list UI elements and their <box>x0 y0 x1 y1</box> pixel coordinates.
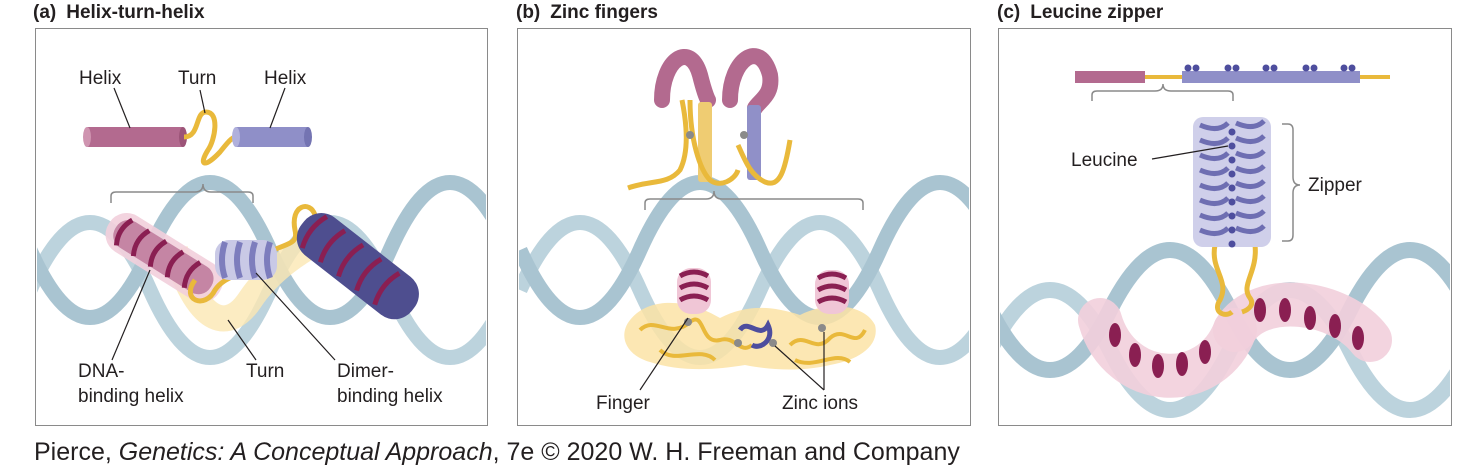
htt-schematic <box>83 109 312 166</box>
panel-b-frame <box>517 28 971 426</box>
credit-publisher: , 7e © 2020 W. H. Freeman and Company <box>492 438 960 466</box>
brace-c <box>1091 83 1234 101</box>
leucine-leader <box>1151 145 1229 160</box>
label-dimer-binding-line1: Dimer- <box>337 361 394 382</box>
finger-helix-right <box>815 270 849 314</box>
center-linker <box>737 319 773 349</box>
leader-lines-b <box>639 317 825 391</box>
brace-a <box>110 183 254 203</box>
dna-double-helix-b <box>519 175 969 365</box>
panel-a-letter: (a) <box>33 2 57 23</box>
figure-credit: Pierce, Genetics: A Conceptual Approach,… <box>34 438 960 467</box>
panel-c-art <box>1000 64 1450 418</box>
label-leucine: Leucine <box>1071 150 1138 171</box>
panel-c-title: (c) Leucine zipper <box>997 2 1163 24</box>
credit-book-title: Genetics: A Conceptual Approach <box>118 438 493 466</box>
label-helix-right: Helix <box>264 68 307 89</box>
leucine-zipper-coil <box>1193 117 1271 248</box>
panel-b-name: Zinc fingers <box>550 2 658 23</box>
credit-author: Pierce, <box>34 438 119 466</box>
recognition-helix-dark <box>296 213 419 320</box>
brace-b <box>644 190 864 210</box>
panel-c-frame <box>998 28 1452 426</box>
panel-b-letter: (b) <box>516 2 541 23</box>
label-dna-binding-line2: binding helix <box>78 386 184 407</box>
label-turn-top: Turn <box>178 68 217 89</box>
zinc-finger-schematic <box>627 48 793 191</box>
label-turn-bottom: Turn <box>246 361 285 382</box>
panel-b-title: (b) Zinc fingers <box>516 2 658 24</box>
panel-a-name: Helix-turn-helix <box>66 2 205 23</box>
panel-c-name: Leucine zipper <box>1030 2 1164 23</box>
panel-a-title: (a) Helix-turn-helix <box>33 2 205 24</box>
panel-a-frame <box>35 28 488 426</box>
panel-b-art <box>519 48 969 391</box>
label-dna-binding-line1: DNA- <box>78 361 125 382</box>
dna-binding-arcs <box>1109 298 1364 378</box>
label-finger: Finger <box>596 393 650 414</box>
dimer-binding-helix <box>215 240 277 280</box>
finger-helix-left <box>677 268 711 314</box>
label-zinc-ions: Zinc ions <box>782 393 859 414</box>
panel-a-art <box>37 87 486 365</box>
leucine-residues <box>1228 128 1236 248</box>
label-dimer-binding-line2: binding helix <box>337 386 443 407</box>
zipper-brace <box>1282 123 1301 242</box>
panel-c-letter: (c) <box>997 2 1021 23</box>
leader-lines-a <box>111 87 336 361</box>
leucine-zipper-schematic <box>1075 64 1390 83</box>
label-zipper: Zipper <box>1308 175 1362 196</box>
label-helix-left: Helix <box>79 68 122 89</box>
